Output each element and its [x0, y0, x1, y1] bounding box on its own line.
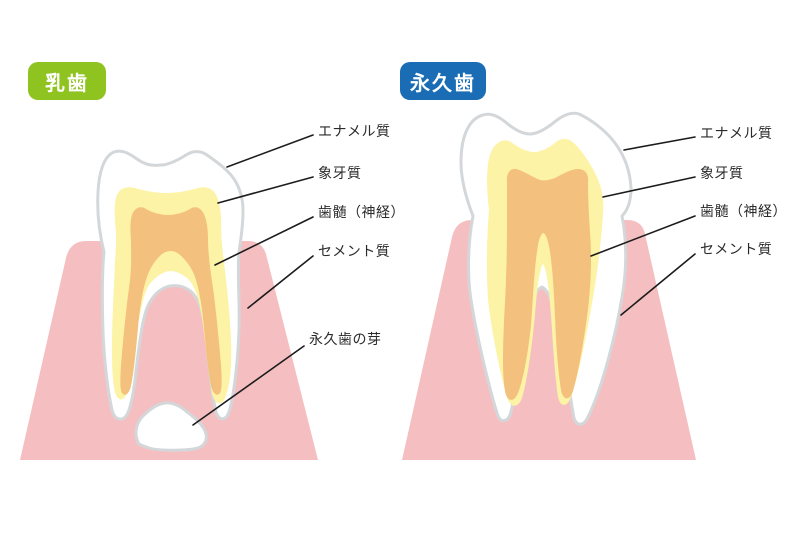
label-right-enamel: エナメル質: [700, 126, 773, 142]
left-leader-lines: [192, 134, 314, 426]
leader-line-right-enamel: [623, 136, 696, 151]
label-left-cementum: セメント質: [318, 244, 391, 260]
label-right-pulp: 歯髄（神経）: [700, 204, 787, 220]
label-right-cementum: セメント質: [700, 242, 773, 258]
badge-baby-tooth: 乳歯: [28, 62, 106, 100]
baby-tooth-diagram: [20, 134, 318, 460]
label-left-pulp: 歯髄（神経）: [318, 205, 405, 221]
leader-line-right-pulp: [590, 215, 696, 257]
leader-line-right-dentin: [602, 176, 696, 198]
label-left-dentin: 象牙質: [318, 166, 362, 182]
left-gum: [20, 241, 318, 460]
leader-line-left-cementum: [247, 255, 314, 309]
permanent-tooth-bud: [134, 401, 208, 452]
badge-baby-tooth-label: 乳歯: [45, 70, 89, 95]
right-leader-lines: [590, 136, 696, 316]
leader-line-tooth-bud: [192, 345, 305, 426]
leader-line-left-dentin: [217, 176, 314, 204]
label-right-dentin: 象牙質: [700, 166, 744, 182]
label-permanent-tooth-bud: 永久歯の芽: [309, 332, 382, 348]
label-left-enamel: エナメル質: [318, 124, 391, 140]
badge-permanent-tooth-label: 永久歯: [410, 70, 476, 95]
badge-permanent-tooth: 永久歯: [400, 62, 486, 100]
left-tooth-pulp: [120, 207, 222, 395]
permanent-tooth-diagram: [402, 111, 696, 460]
leader-line-left-pulp: [214, 216, 314, 266]
leader-line-left-enamel: [226, 134, 314, 168]
right-tooth-pulp: [503, 168, 591, 400]
leader-line-right-cementum: [620, 253, 696, 316]
